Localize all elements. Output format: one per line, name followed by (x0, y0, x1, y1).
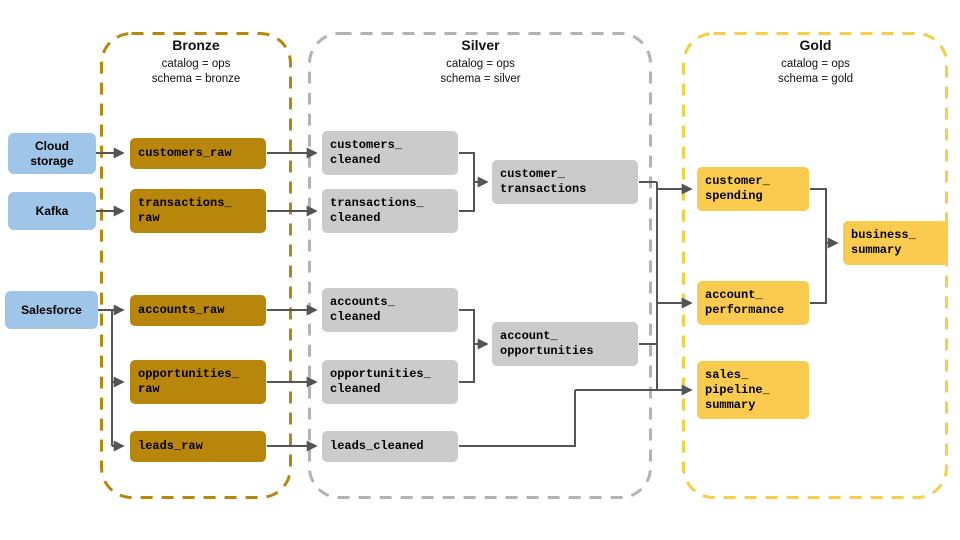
line-gold-merge (810, 188, 827, 304)
node-transactions-cleaned: transactions_ cleaned (322, 189, 458, 233)
silver-zone-header: Silver catalog = ops schema = silver (310, 37, 651, 87)
node-opportunities-cleaned: opportunities_ cleaned (322, 360, 458, 404)
node-customer-transactions: customer_ transactions (492, 160, 638, 204)
node-leads-cleaned: leads_cleaned (322, 431, 458, 462)
bronze-zone-header: Bronze catalog = ops schema = bronze (101, 37, 291, 87)
node-sales-pipeline-summary: sales_ pipeline_ summary (697, 361, 809, 419)
node-account-opportunities: account_ opportunities (492, 322, 638, 366)
gold-zone-schema: schema = gold (777, 73, 854, 85)
silver-zone-title: Silver (461, 37, 500, 53)
silver-zone-schema: schema = silver (440, 73, 521, 85)
gold-zone-catalog: catalog = ops (781, 58, 850, 70)
node-business-summary: business_ summary (843, 221, 948, 265)
line-accounts-opportunities-merge (459, 309, 475, 383)
source-cloud-storage: Cloud storage (8, 133, 96, 174)
bronze-zone-border (100, 32, 292, 499)
connector-lines (96, 147, 839, 452)
gold-zone-border (682, 32, 948, 499)
bronze-zone-schema: schema = bronze (151, 73, 241, 85)
source-salesforce: Salesforce (5, 291, 98, 329)
node-leads-raw: leads_raw (130, 431, 266, 462)
node-account-performance: account_ performance (697, 281, 809, 325)
node-transactions-raw: transactions_ raw (130, 189, 266, 233)
source-kafka: Kafka (8, 192, 96, 230)
bronze-zone-catalog: catalog = ops (161, 58, 231, 70)
gold-zone-title: Gold (799, 37, 832, 53)
node-opportunities-raw: opportunities_ raw (130, 360, 266, 404)
node-customer-spending: customer_ spending (697, 167, 809, 211)
node-customers-cleaned: customers_ cleaned (322, 131, 458, 175)
line-leads-cleaned-elbow (459, 390, 576, 447)
node-customers-raw: customers_raw (130, 138, 266, 169)
node-accounts-cleaned: accounts_ cleaned (322, 288, 458, 332)
line-customers-transactions-merge (459, 152, 475, 212)
silver-zone-border (308, 32, 652, 499)
silver-zone-catalog: catalog = ops (446, 58, 515, 70)
node-accounts-raw: accounts_raw (130, 295, 266, 326)
gold-zone-header: Gold catalog = ops schema = gold (684, 37, 947, 87)
bronze-zone-title: Bronze (172, 37, 220, 53)
